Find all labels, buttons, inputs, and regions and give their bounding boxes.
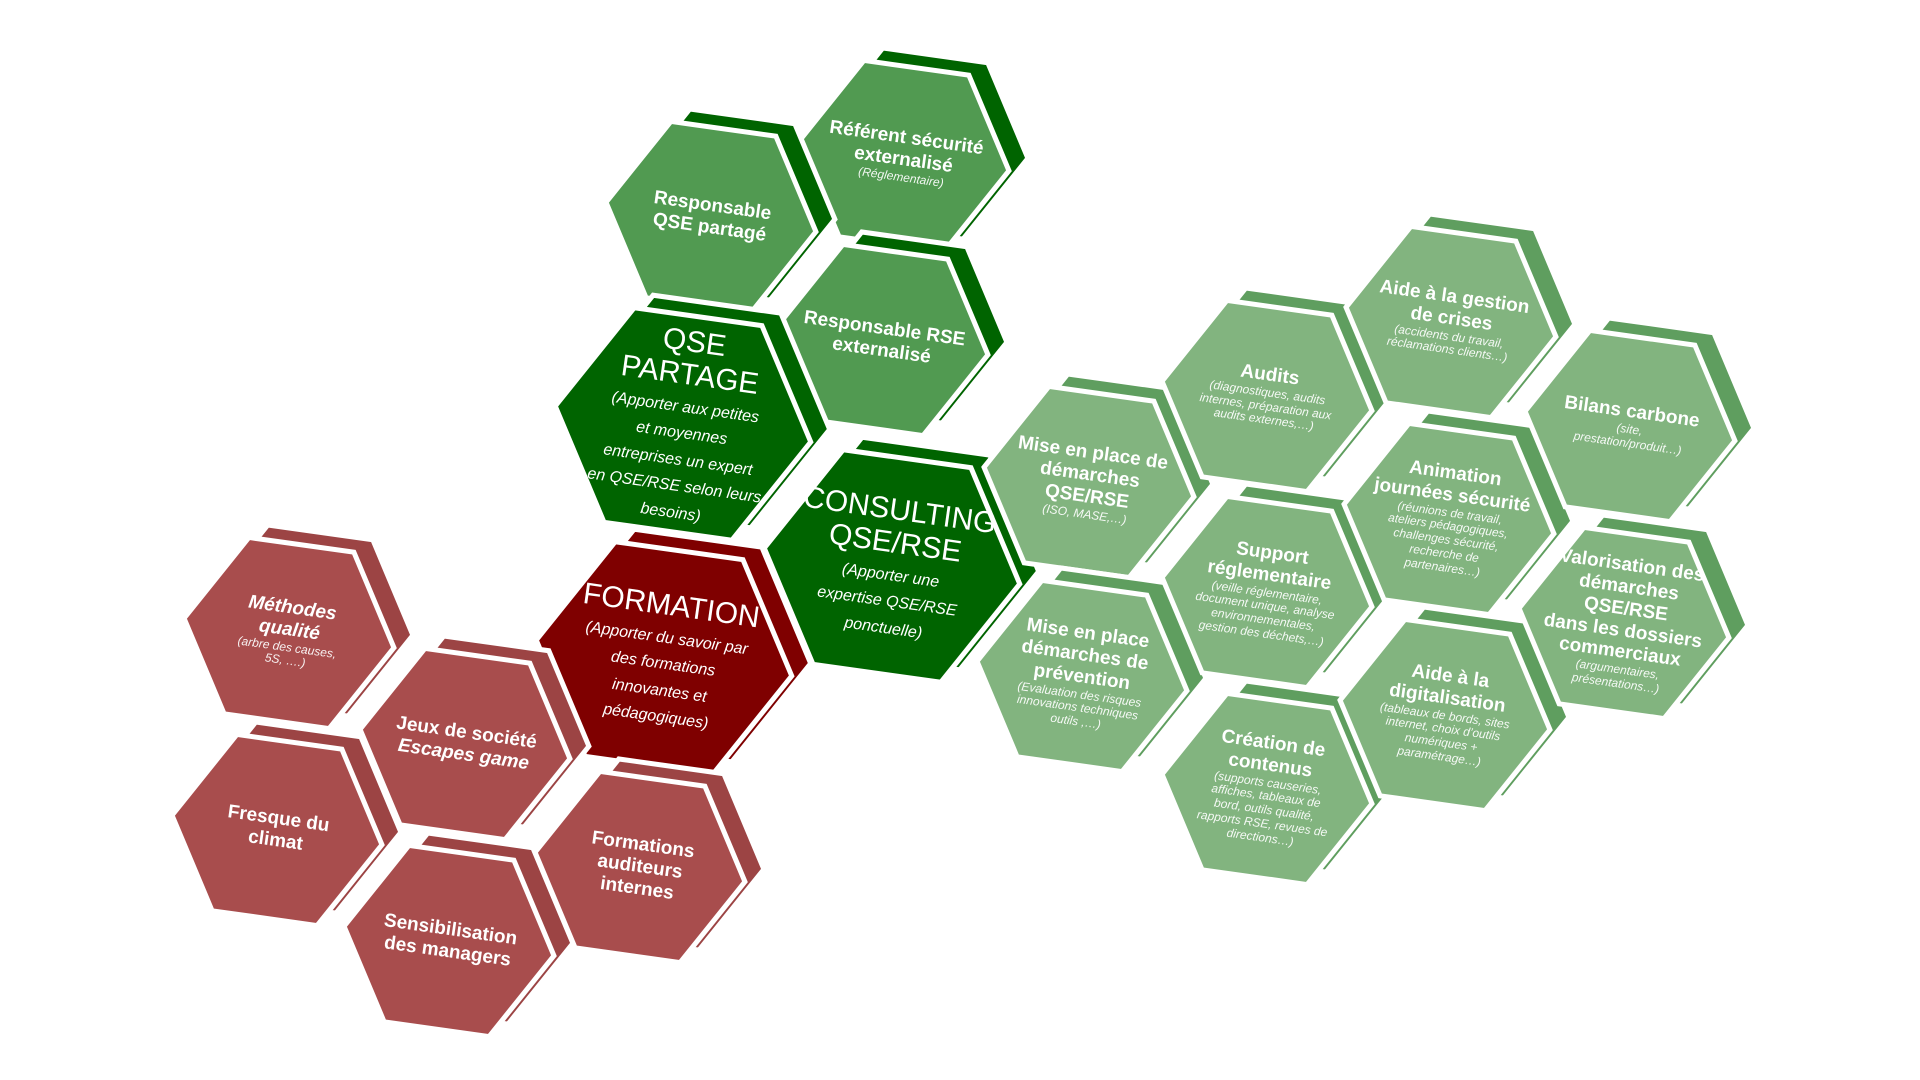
hexagon-face xyxy=(1159,493,1375,691)
hexagon-bilans-carbone xyxy=(1522,315,1757,525)
hexagon-face xyxy=(981,383,1197,581)
hexagon-responsable-qse-partage xyxy=(603,106,838,316)
hexagon-consulting xyxy=(761,434,1042,685)
hexagon-referent-securite xyxy=(796,45,1031,255)
hexagon-face xyxy=(1341,420,1557,618)
hexagon-face xyxy=(1337,616,1553,814)
hexagon-valorisation xyxy=(1516,512,1751,722)
hexagon-responsable-rse xyxy=(775,229,1010,439)
hexagon-face xyxy=(796,57,1012,255)
hexagon-face xyxy=(169,731,385,929)
hexagon-face xyxy=(181,534,397,732)
hexagon-aide-digitalisation xyxy=(1337,604,1572,814)
hexagon-formations-auditeurs xyxy=(532,756,767,966)
hexagon-animation-journees xyxy=(1341,408,1576,618)
hexagon-face xyxy=(533,539,795,777)
hexagon-face xyxy=(1343,223,1559,421)
hexagon-face xyxy=(1159,297,1375,495)
hexagon-sensibilisation xyxy=(341,830,576,1040)
hexagon-methodes-qualite xyxy=(181,522,416,732)
hexagon-face xyxy=(552,305,814,543)
hexagon-face xyxy=(1522,327,1738,525)
hexagon-creation-contenus xyxy=(1159,678,1394,888)
hexagon-jeux-de-societe xyxy=(357,633,592,843)
hexagon-face xyxy=(974,577,1190,775)
hexagon-qse-partage xyxy=(552,292,833,543)
hexagon-face xyxy=(1159,690,1375,888)
hexagon-face xyxy=(341,842,557,1040)
hexagon-formation xyxy=(533,526,814,777)
hexagon-aide-gestion-crises xyxy=(1343,211,1578,421)
hexagon-face xyxy=(1516,524,1732,722)
hexagon-fresque-du-climat xyxy=(169,719,404,929)
hexagon-mise-en-place-qse xyxy=(981,371,1216,581)
hexagon-face xyxy=(603,118,819,316)
hexagon-audits xyxy=(1159,285,1394,495)
hexagon-face xyxy=(532,768,748,966)
hexagon-mise-en-place-prevention xyxy=(974,565,1209,775)
